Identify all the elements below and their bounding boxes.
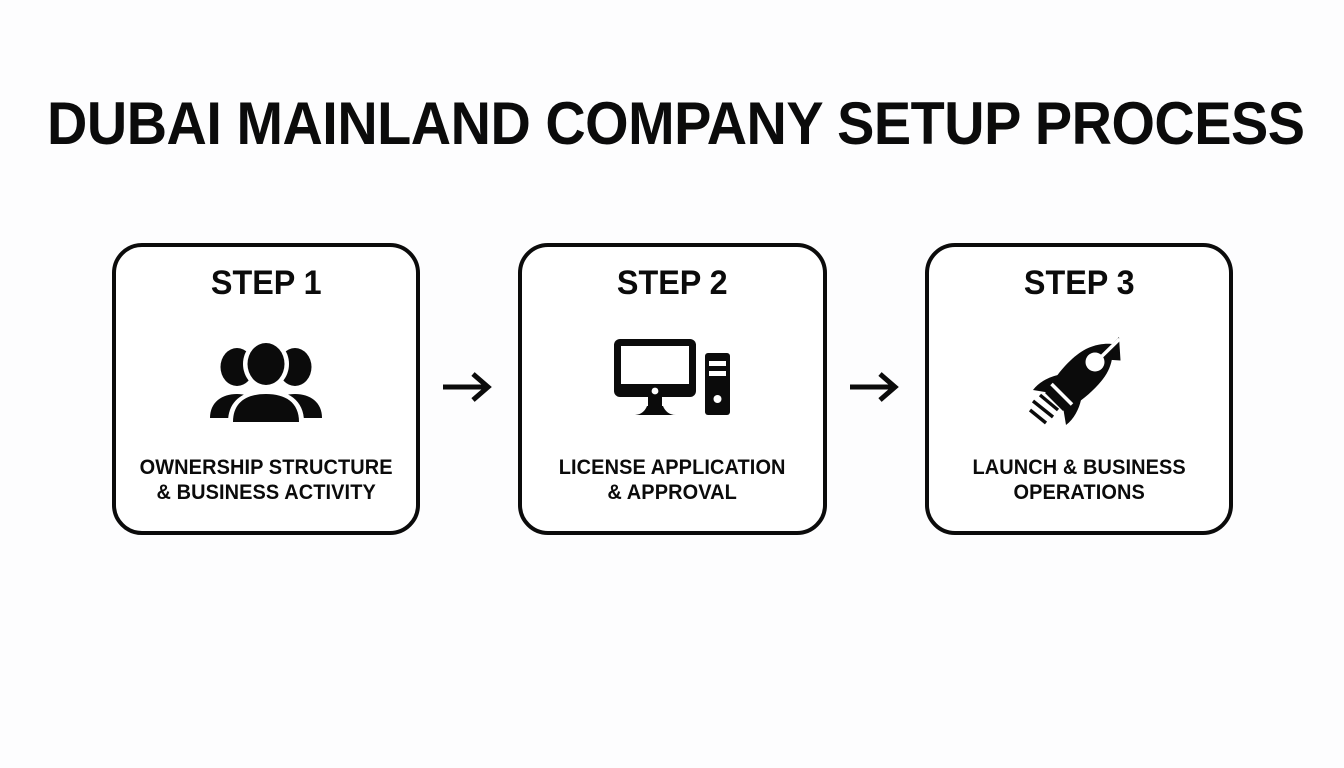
step-2-icon-wrap — [522, 303, 822, 455]
step-3-icon-wrap — [929, 303, 1229, 455]
step-2-heading: STEP 2 — [617, 264, 728, 302]
page-title: DUBAI MAINLAND COMPANY SETUP PROCESS — [47, 90, 1305, 157]
step-2-caption: LICENSE APPLICATION & APPROVAL — [530, 455, 815, 505]
step-1-caption: OWNERSHIP STRUCTURE & BUSINESS ACTIVITY — [124, 455, 409, 505]
step-3-caption-line-1: LAUNCH & BUSINESS — [972, 456, 1186, 479]
process-flow: STEP 1 — [112, 243, 1233, 535]
step-3-caption: LAUNCH & BUSINESS OPERATIONS — [936, 455, 1221, 505]
step-2-caption-line-1: LICENSE APPLICATION — [559, 456, 786, 479]
step-1-caption-line-2: & BUSINESS ACTIVITY — [156, 481, 376, 504]
step-3-heading: STEP 3 — [1023, 264, 1135, 302]
step-card-1[interactable]: STEP 1 — [112, 243, 421, 535]
step-1-caption-line-1: OWNERSHIP STRUCTURE — [139, 456, 393, 479]
rocket-launch-icon — [1027, 327, 1131, 431]
arrow-right-icon — [848, 370, 904, 409]
step-1-icon-wrap — [116, 303, 416, 455]
step-card-2[interactable]: STEP 2 — [518, 243, 827, 535]
step-1-heading: STEP 1 — [210, 264, 322, 302]
arrow-right-icon — [441, 370, 497, 409]
users-group-icon — [208, 336, 324, 422]
flow-arrow-1 — [420, 359, 518, 419]
flow-arrow-2 — [827, 359, 925, 419]
step-3-caption-line-2: OPERATIONS — [1013, 481, 1145, 504]
step-card-3[interactable]: STEP 3 — [924, 243, 1233, 535]
desktop-computer-icon — [613, 335, 731, 423]
step-2-caption-line-2: & APPROVAL — [607, 481, 738, 504]
